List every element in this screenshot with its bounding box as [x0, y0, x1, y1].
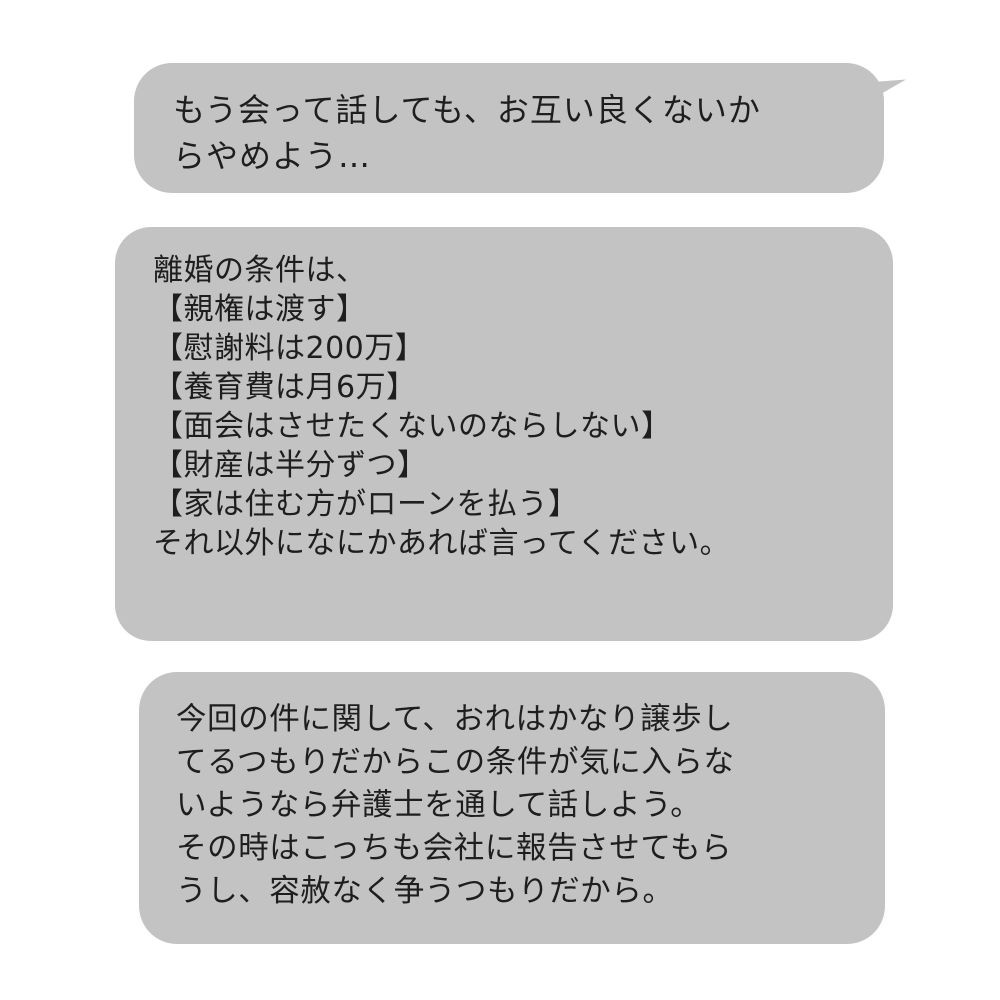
message-line: それ以外になにかあれば言ってください。 — [153, 526, 731, 561]
condition-alimony: 【慰謝料は200万】 — [153, 331, 426, 366]
message-line: その時はこっちも会社に報告させてもら — [176, 831, 733, 866]
message-line: うし、容赦なく争うつもりだから。 — [176, 874, 674, 909]
message-bubble-divorce-conditions[interactable]: 離婚の条件は、 【親権は渡す】 【慰謝料は200万】 【養育費は月6万】 【面会… — [115, 227, 893, 641]
condition-assets: 【財産は半分ずつ】 — [153, 448, 428, 483]
message-line: 離婚の条件は、 — [153, 253, 367, 288]
condition-visitation: 【面会はさせたくないのならしない】 — [153, 409, 672, 444]
condition-custody: 【親権は渡す】 — [153, 292, 367, 327]
message-line: らやめよう… — [173, 137, 372, 175]
message-line: いようなら弁護士を通して話しよう。 — [176, 788, 702, 823]
message-line: もう会って話しても、お互い良くないか — [173, 91, 761, 129]
condition-child-support: 【養育費は月6万】 — [153, 370, 417, 405]
message-line: てるつもりだからこの条件が気に入らな — [176, 745, 735, 780]
message-bubble-incoming[interactable]: 今回の件に関して、おれはかなり譲歩し てるつもりだからこの条件が気に入らな いよ… — [139, 672, 885, 944]
message-bubble-outgoing[interactable]: もう会って話しても、お互い良くないか らやめよう… — [134, 59, 906, 193]
condition-house: 【家は住む方がローンを払う】 — [153, 487, 579, 522]
message-line: 今回の件に関して、おれはかなり譲歩し — [176, 702, 734, 737]
bubble-tail — [866, 59, 906, 103]
